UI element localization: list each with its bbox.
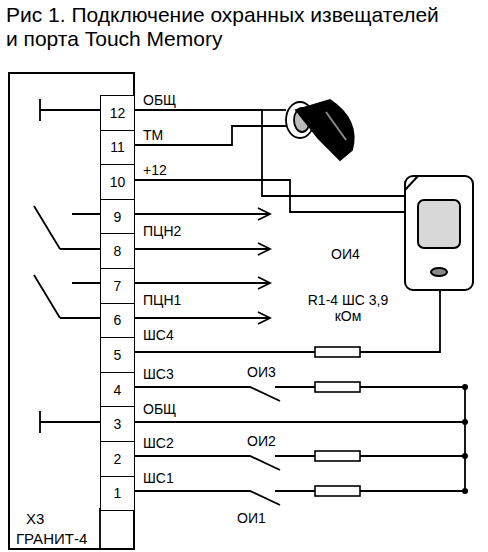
touch-memory-reader xyxy=(286,100,354,160)
terminal-cell: 7 xyxy=(100,268,135,304)
touch-memory-key xyxy=(296,100,354,160)
signal-label: ОИ1 xyxy=(236,510,267,526)
detector-edge xyxy=(405,176,418,190)
pin-number: 10 xyxy=(110,174,126,190)
pin-number: 7 xyxy=(114,278,122,294)
junction-dots xyxy=(462,384,468,494)
relay-contact xyxy=(34,275,100,318)
pin-number: 11 xyxy=(110,139,125,155)
terminal-cell: 2 xyxy=(100,441,135,477)
signal-label: ШС4 xyxy=(142,327,175,343)
junction-dot xyxy=(462,419,468,425)
resistor-symbol xyxy=(315,451,360,461)
ground-symbol xyxy=(40,99,100,121)
device-divider xyxy=(99,508,101,548)
detector-body xyxy=(405,176,473,290)
device-name: ГРАНИТ-4 xyxy=(16,530,87,548)
terminal-cell: 11 xyxy=(100,130,135,166)
pin-number: 2 xyxy=(114,451,122,467)
figure-title: Рис 1. Подключение охранных извещателей … xyxy=(6,3,456,51)
wire xyxy=(135,110,405,196)
connector-name: Х3 xyxy=(26,510,44,528)
junction-dot xyxy=(462,488,468,494)
signal-label: ОИ3 xyxy=(246,364,277,380)
ground-symbol xyxy=(40,411,100,433)
signal-label: ОБЩ xyxy=(142,92,177,108)
loop-switch xyxy=(135,491,465,505)
pin-number: 1 xyxy=(114,485,122,501)
signal-label: ПЦН2 xyxy=(142,223,182,239)
terminal-cell: 4 xyxy=(100,372,135,408)
output-arrow xyxy=(135,312,270,324)
controller-box: Х3ГРАНИТ-4 12 11 10 9 8 7 6 5 4 3 2 1 xyxy=(8,72,135,550)
signal-label: ШС1 xyxy=(142,470,175,486)
loop-switch xyxy=(135,456,465,470)
terminal-cell: 3 xyxy=(100,406,135,442)
pin-number: 8 xyxy=(114,243,122,259)
signal-label: +12 xyxy=(142,162,168,178)
terminal-cell: 12 xyxy=(100,95,135,131)
terminal-cell: 6 xyxy=(100,303,135,339)
terminal-cell: 5 xyxy=(100,337,135,373)
pin-number: 9 xyxy=(114,209,122,225)
detector-lens xyxy=(418,200,460,248)
wire xyxy=(135,126,296,145)
relay-contact xyxy=(34,206,100,249)
junction-dot xyxy=(462,384,468,390)
terminal-cell: 9 xyxy=(100,199,135,235)
wire xyxy=(135,290,440,352)
junction-dot xyxy=(462,453,468,459)
pin-number: 5 xyxy=(114,347,122,363)
signal-label: ШС2 xyxy=(142,435,175,451)
signal-label: ОИ2 xyxy=(246,433,277,449)
pin-number: 6 xyxy=(114,312,122,328)
signal-label: ОБЩ xyxy=(142,401,177,417)
motion-detector xyxy=(405,176,473,290)
resistor-symbol xyxy=(315,486,360,496)
pin-number: 3 xyxy=(114,416,122,432)
terminal-cell: 8 xyxy=(100,233,135,269)
loop-switch xyxy=(135,387,465,401)
terminal-cell: 1 xyxy=(100,476,135,512)
wire xyxy=(135,421,465,423)
signal-label: ШС3 xyxy=(142,366,175,382)
pin-number: 4 xyxy=(114,382,122,398)
key-highlight xyxy=(326,112,346,140)
signal-label: R1-4 ШС 3,9 кОм xyxy=(292,292,404,324)
wires xyxy=(34,99,465,548)
wire xyxy=(262,109,286,111)
resistor-symbol xyxy=(315,382,360,392)
terminal-cell: 10 xyxy=(100,164,135,200)
pin-number: 12 xyxy=(110,105,126,121)
output-arrow xyxy=(135,208,270,220)
output-arrow xyxy=(135,243,270,255)
resistors xyxy=(315,347,360,496)
wire xyxy=(135,180,405,212)
output-arrow xyxy=(135,277,270,289)
detector-led xyxy=(431,268,447,276)
signal-label: ТМ xyxy=(142,127,164,143)
signal-label: ПЦН1 xyxy=(142,292,182,308)
common-bus xyxy=(464,387,466,491)
signal-label: ОИ4 xyxy=(330,246,361,262)
resistor-symbol xyxy=(315,347,360,357)
